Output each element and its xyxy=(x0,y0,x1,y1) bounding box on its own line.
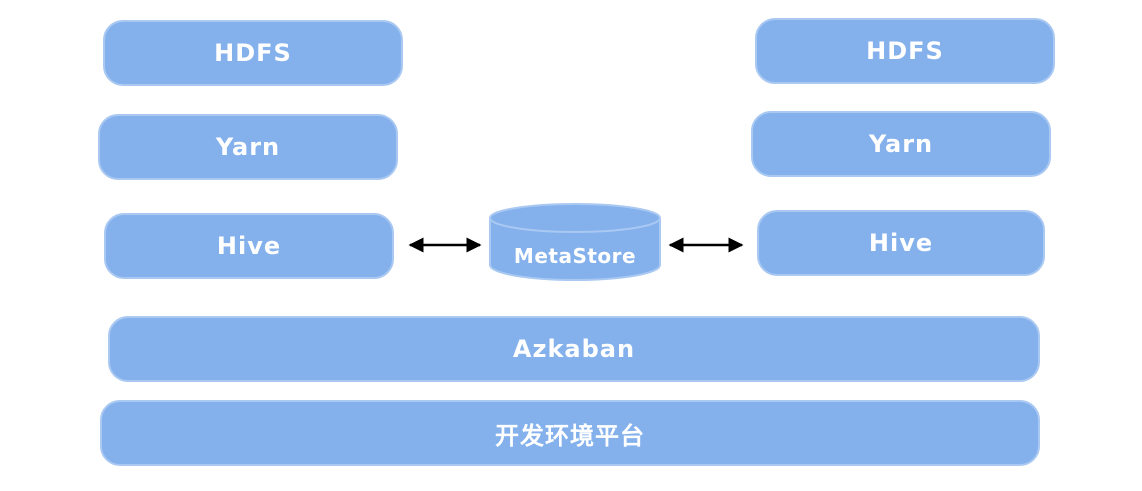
metastore-label: MetaStore xyxy=(513,244,637,268)
right-yarn-box: Yarn xyxy=(751,111,1051,177)
metastore-database-icon xyxy=(489,203,661,281)
right-yarn-label: Yarn xyxy=(868,130,934,158)
right-hive-label: Hive xyxy=(868,229,934,257)
right-hdfs-box: HDFS xyxy=(755,18,1055,84)
right-hive-box: Hive xyxy=(757,210,1045,276)
platform-bar: 开发环境平台 xyxy=(100,400,1040,466)
right-hdfs-label: HDFS xyxy=(866,37,944,65)
left-yarn-label: Yarn xyxy=(215,133,281,161)
azkaban-label: Azkaban xyxy=(512,335,636,363)
left-hdfs-box: HDFS xyxy=(103,20,403,86)
azkaban-bar: Azkaban xyxy=(108,316,1040,382)
left-hive-box: Hive xyxy=(104,213,394,279)
left-yarn-box: Yarn xyxy=(98,114,398,180)
platform-label: 开发环境平台 xyxy=(495,421,645,450)
left-hdfs-label: HDFS xyxy=(214,39,292,67)
left-hive-label: Hive xyxy=(216,232,282,260)
